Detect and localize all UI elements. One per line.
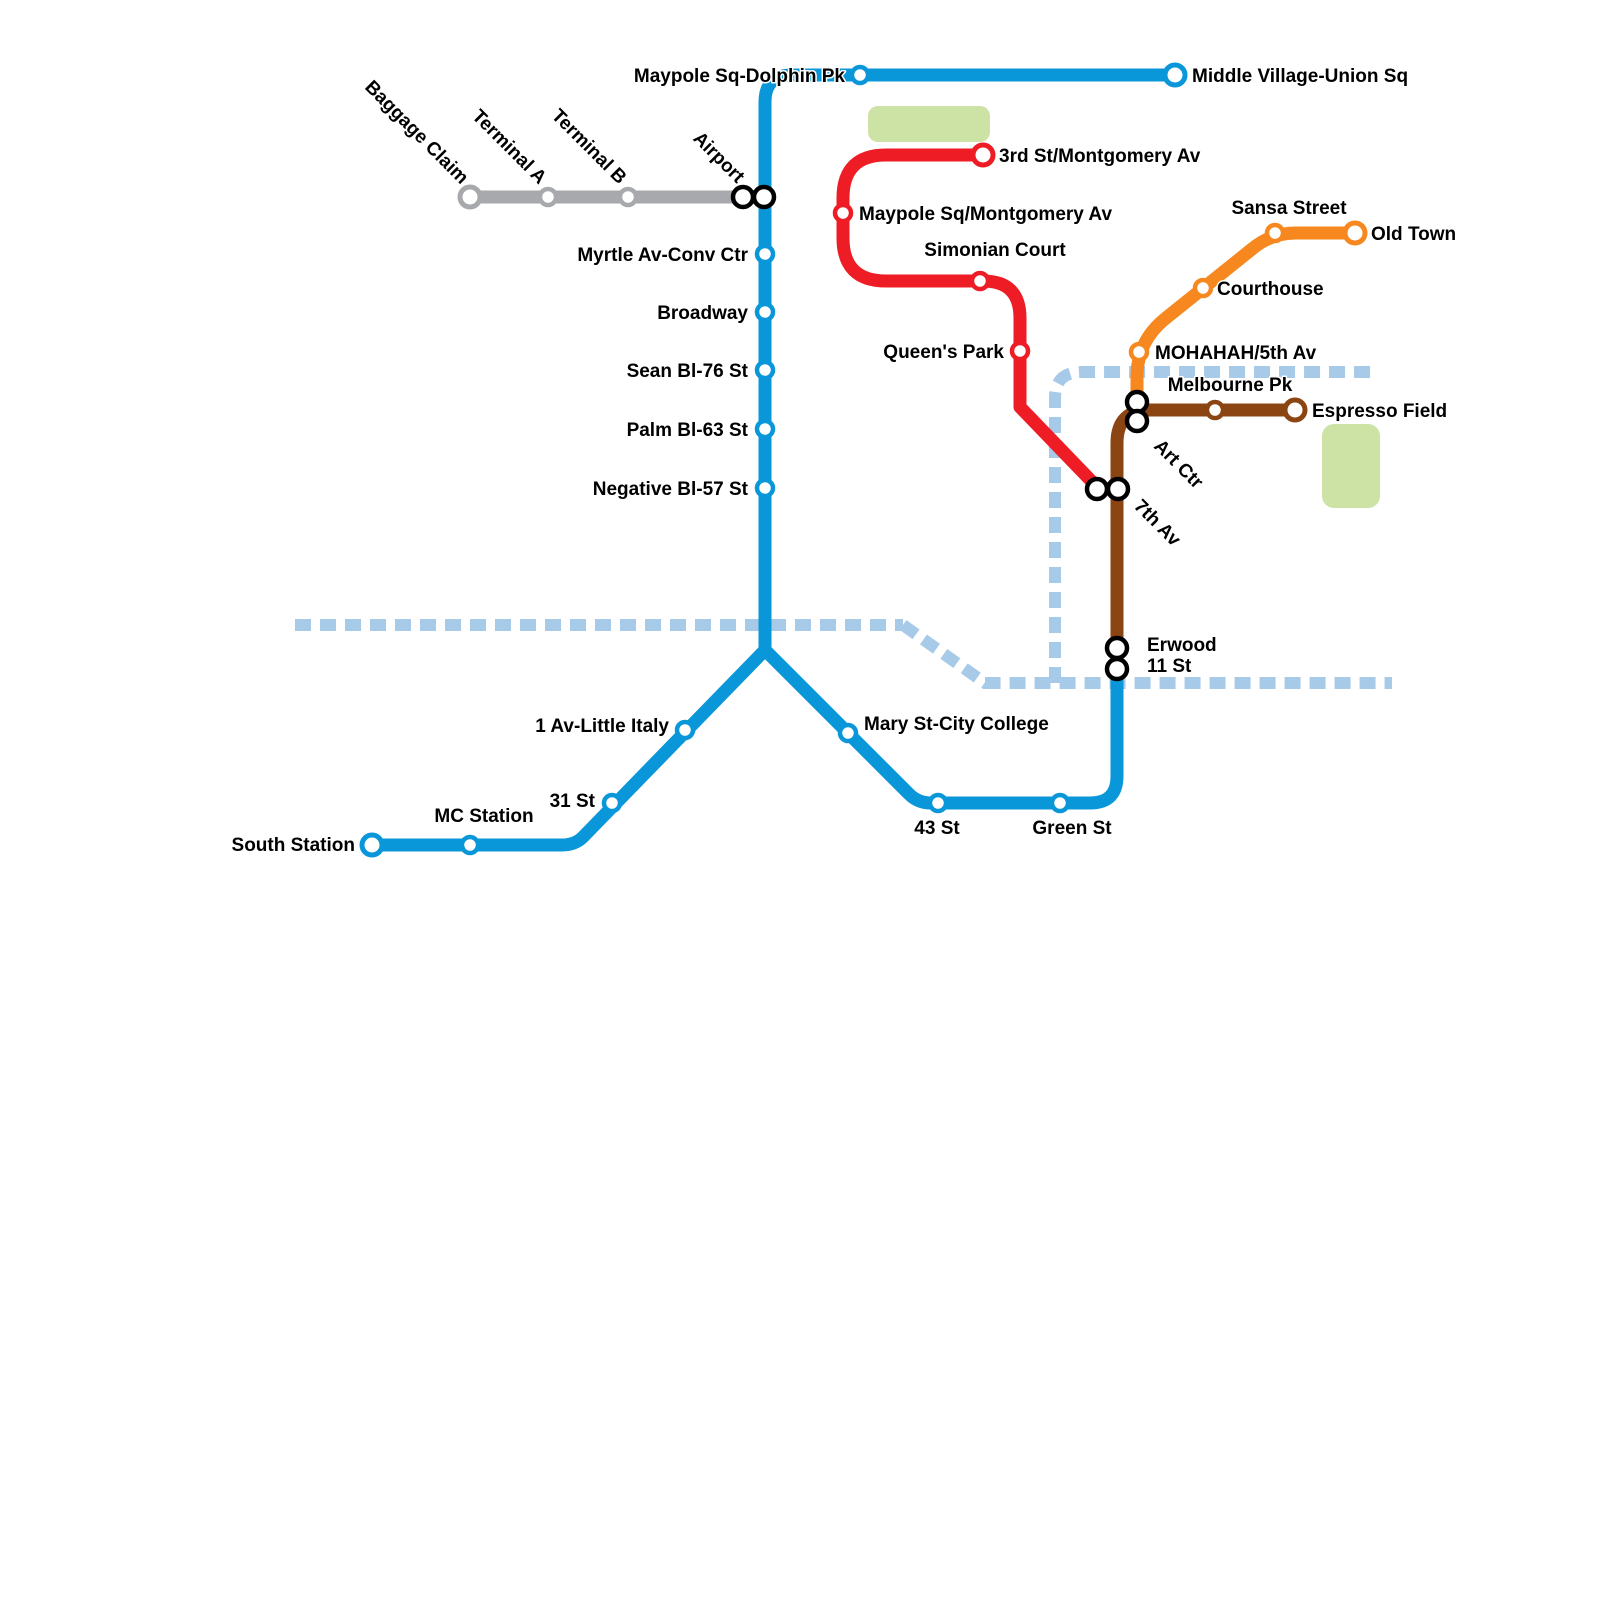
station-label-terminal-b: Terminal B — [547, 105, 630, 188]
station-negative-bl-57-st — [754, 477, 776, 499]
transfer-station-erwood-11-st — [1104, 656, 1130, 682]
station-mohahah-5th-av — [1128, 341, 1150, 363]
station-mary-st-city-college — [837, 722, 859, 744]
station-3rd-st-montgomery-av — [970, 142, 996, 168]
station-label-baggage-claim: Baggage Claim — [360, 77, 472, 189]
park-area — [1322, 424, 1380, 508]
station-43-st — [927, 792, 949, 814]
route-line-blue-line — [760, 645, 1124, 810]
station-label-airport: Airport — [689, 128, 749, 188]
station-terminal-b — [617, 186, 639, 208]
station-label-mary-st-city-college: Mary St-City College — [864, 714, 1049, 735]
station-label-3rd-st-montgomery-av: 3rd St/Montgomery Av — [999, 146, 1201, 167]
station-label-myrtle-av-conv-ctr: Myrtle Av-Conv Ctr — [577, 245, 748, 266]
station-maypole-sq-dolphin-pk — [849, 64, 871, 86]
station-green-st — [1049, 792, 1071, 814]
station-label-sansa-street: Sansa Street — [1231, 198, 1347, 219]
transfer-station-erwood-11-st — [1104, 635, 1130, 661]
station-queen-s-park — [1009, 340, 1031, 362]
station-31-st — [601, 792, 623, 814]
station-label-1-av-little-italy: 1 Av-Little Italy — [535, 716, 669, 737]
dashed-route-line — [899, 620, 1392, 689]
route-line-red-line — [836, 148, 1104, 494]
transfer-station-airport — [730, 184, 756, 210]
station-middle-village-union-sq — [1162, 62, 1188, 88]
station-label-south-station: South Station — [232, 835, 355, 856]
station-myrtle-av-conv-ctr — [754, 243, 776, 265]
transfer-station-7th-av — [1105, 476, 1131, 502]
station-label-green-st: Green St — [1032, 818, 1112, 839]
station-label-7th-av: 7th Av — [1129, 496, 1184, 551]
station-label-palm-bl-63-st: Palm Bl-63 St — [627, 420, 749, 441]
station-label-31-st: 31 St — [550, 791, 596, 812]
station-label-mohahah-5th-av: MOHAHAH/5th Av — [1155, 343, 1317, 364]
station-label-sean-bl-76-st: Sean Bl-76 St — [627, 361, 749, 382]
station-melbourne-pk — [1204, 399, 1226, 421]
station-label-middle-village-union-sq: Middle Village-Union Sq — [1192, 66, 1408, 87]
station-terminal-a — [537, 186, 559, 208]
transfer-station-airport — [751, 184, 777, 210]
station-label-maypole-sq-dolphin-pk: Maypole Sq-Dolphin Pk — [634, 66, 846, 87]
route-line-blue-line — [758, 68, 1175, 650]
station-label-old-town: Old Town — [1371, 224, 1456, 245]
station-label-queen-s-park: Queen's Park — [883, 342, 1004, 363]
station-label-terminal-a: Terminal A — [468, 106, 551, 189]
station-label-courthouse: Courthouse — [1217, 279, 1324, 300]
station-espresso-field — [1282, 397, 1308, 423]
station-sean-bl-76-st — [754, 359, 776, 381]
station-label-espresso-field: Espresso Field — [1312, 401, 1447, 422]
station-old-town — [1342, 220, 1368, 246]
park-area — [868, 106, 990, 142]
station-simonian-court — [969, 270, 991, 292]
station-label-negative-bl-57-st: Negative Bl-57 St — [593, 479, 749, 500]
station-baggage-claim — [457, 184, 483, 210]
station-markers — [359, 62, 1368, 858]
station-broadway — [754, 301, 776, 323]
station-label-melbourne-pk: Melbourne Pk — [1168, 375, 1293, 396]
station-label-mc-station: MC Station — [434, 806, 533, 827]
station-label-43-st: 43 St — [914, 818, 960, 839]
station-maypole-sq-montgomery-av — [832, 202, 854, 224]
station-south-station — [359, 832, 385, 858]
station-palm-bl-63-st — [754, 418, 776, 440]
dashed-route-line — [1049, 366, 1372, 683]
station-label-art-ctr: Art Ctr — [1149, 436, 1207, 494]
transfer-station-7th-av — [1084, 476, 1110, 502]
transfer-station-art-ctr — [1124, 408, 1150, 434]
station-courthouse — [1192, 277, 1214, 299]
station-mc-station — [459, 834, 481, 856]
route-line-blue-line — [372, 645, 770, 852]
station-label-maypole-sq-montgomery-av: Maypole Sq/Montgomery Av — [859, 204, 1112, 225]
station-label-simonian-court: Simonian Court — [924, 240, 1066, 261]
station-1-av-little-italy — [674, 719, 696, 741]
station-label-broadway: Broadway — [657, 303, 748, 324]
station-sansa-street — [1264, 222, 1286, 244]
route-line-brown-line — [1110, 403, 1295, 658]
